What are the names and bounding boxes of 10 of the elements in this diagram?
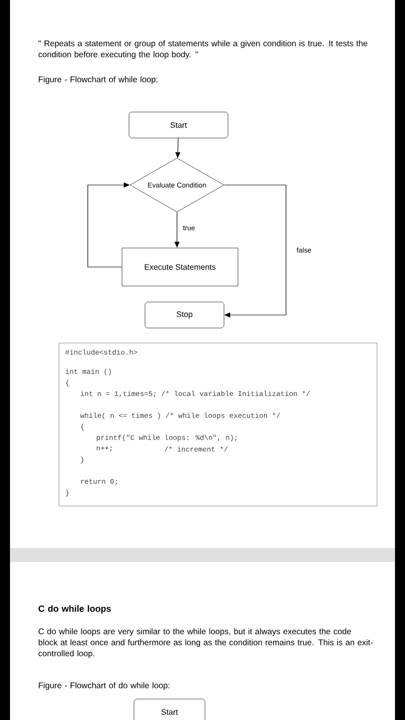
paragraph: " Repeats a statement or group of statements while a given condition is true. It tests the condition before executing the loop body. ": [38, 40, 368, 59]
process-box: Execute Statements: [122, 248, 238, 286]
terminal-box: Stop: [144, 302, 224, 328]
terminal-box: Start: [128, 112, 228, 138]
arrow: [224, 184, 286, 318]
figure-caption: Figure - Flowchart of while loop:: [38, 76, 158, 84]
paragraph: C do while loops are very similar to the while loops, but it always executes the code block at least once and furthermore as long as the condition remains true. This is an exit-controlled loop.: [38, 628, 373, 658]
terminal-box: Start: [134, 698, 206, 720]
section-heading: C do while loops: [38, 605, 111, 614]
figure-caption: Figure - Flowchart of do while loop:: [38, 682, 170, 690]
